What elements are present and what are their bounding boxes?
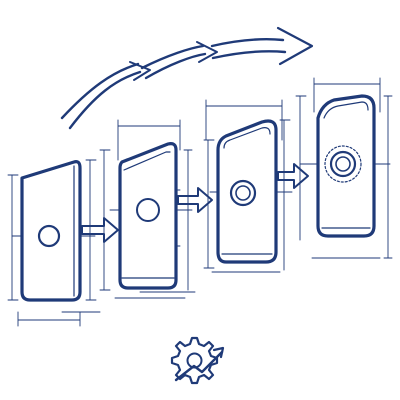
stage-2-part <box>99 119 196 299</box>
stage-2-body <box>118 142 178 290</box>
stage-4-boss <box>324 145 362 183</box>
curved-progress-arrow-icon <box>60 26 314 130</box>
gear-growth-icon <box>170 336 225 385</box>
step-arrow-icon <box>277 163 309 189</box>
stage-3-body <box>216 119 278 264</box>
stage-3-part <box>203 99 293 273</box>
stage-1-part <box>7 159 101 327</box>
stage-1-body <box>20 160 82 302</box>
stage-4-hole-inner <box>335 156 351 172</box>
stage-3-hole-inner <box>235 185 251 201</box>
stage-4-body <box>316 94 376 238</box>
step-arrow-icon <box>177 187 213 213</box>
stage-4-hole-outer <box>329 150 357 178</box>
stage-4-part <box>295 77 393 259</box>
stage-3-hole-outer <box>229 179 257 207</box>
stage-1-hole <box>37 224 61 248</box>
stage-2-hole <box>136 198 160 222</box>
step-arrow-icon <box>81 217 119 243</box>
